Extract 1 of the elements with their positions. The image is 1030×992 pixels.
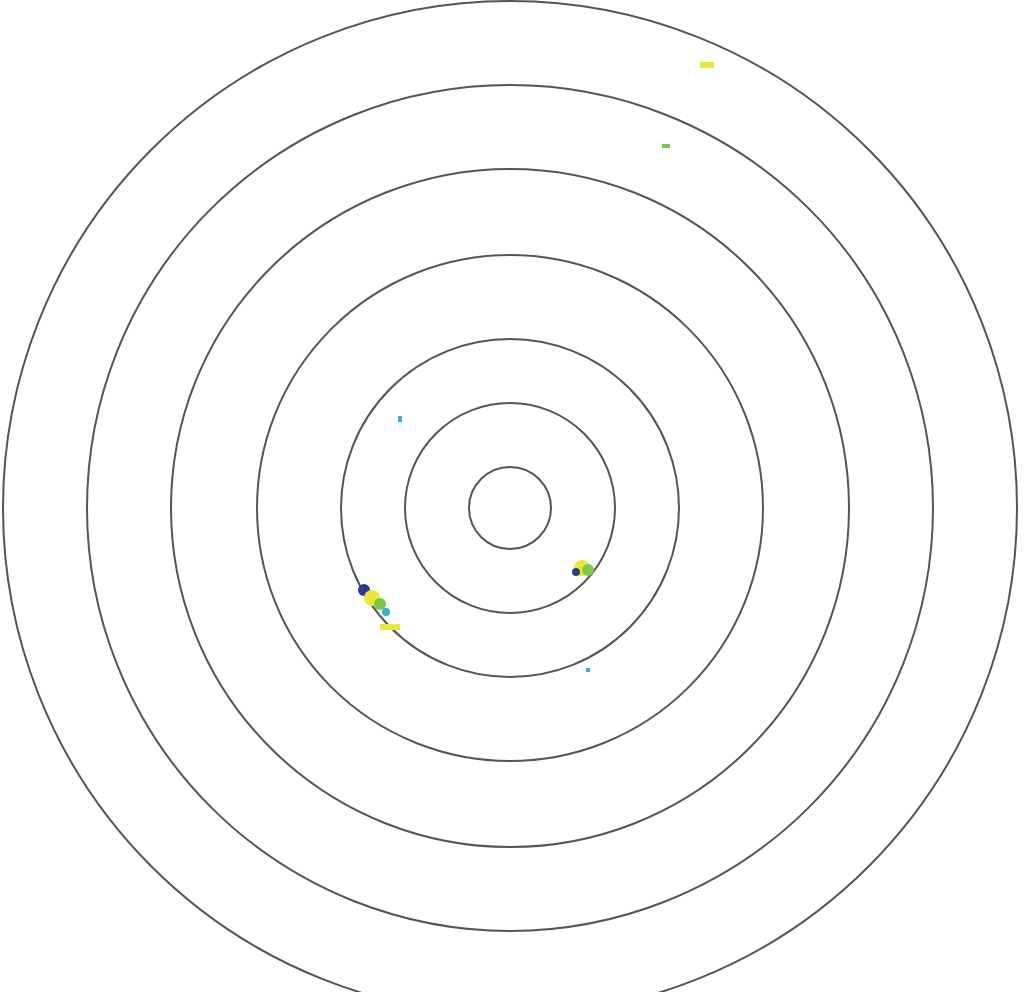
range-ring: [468, 466, 552, 550]
